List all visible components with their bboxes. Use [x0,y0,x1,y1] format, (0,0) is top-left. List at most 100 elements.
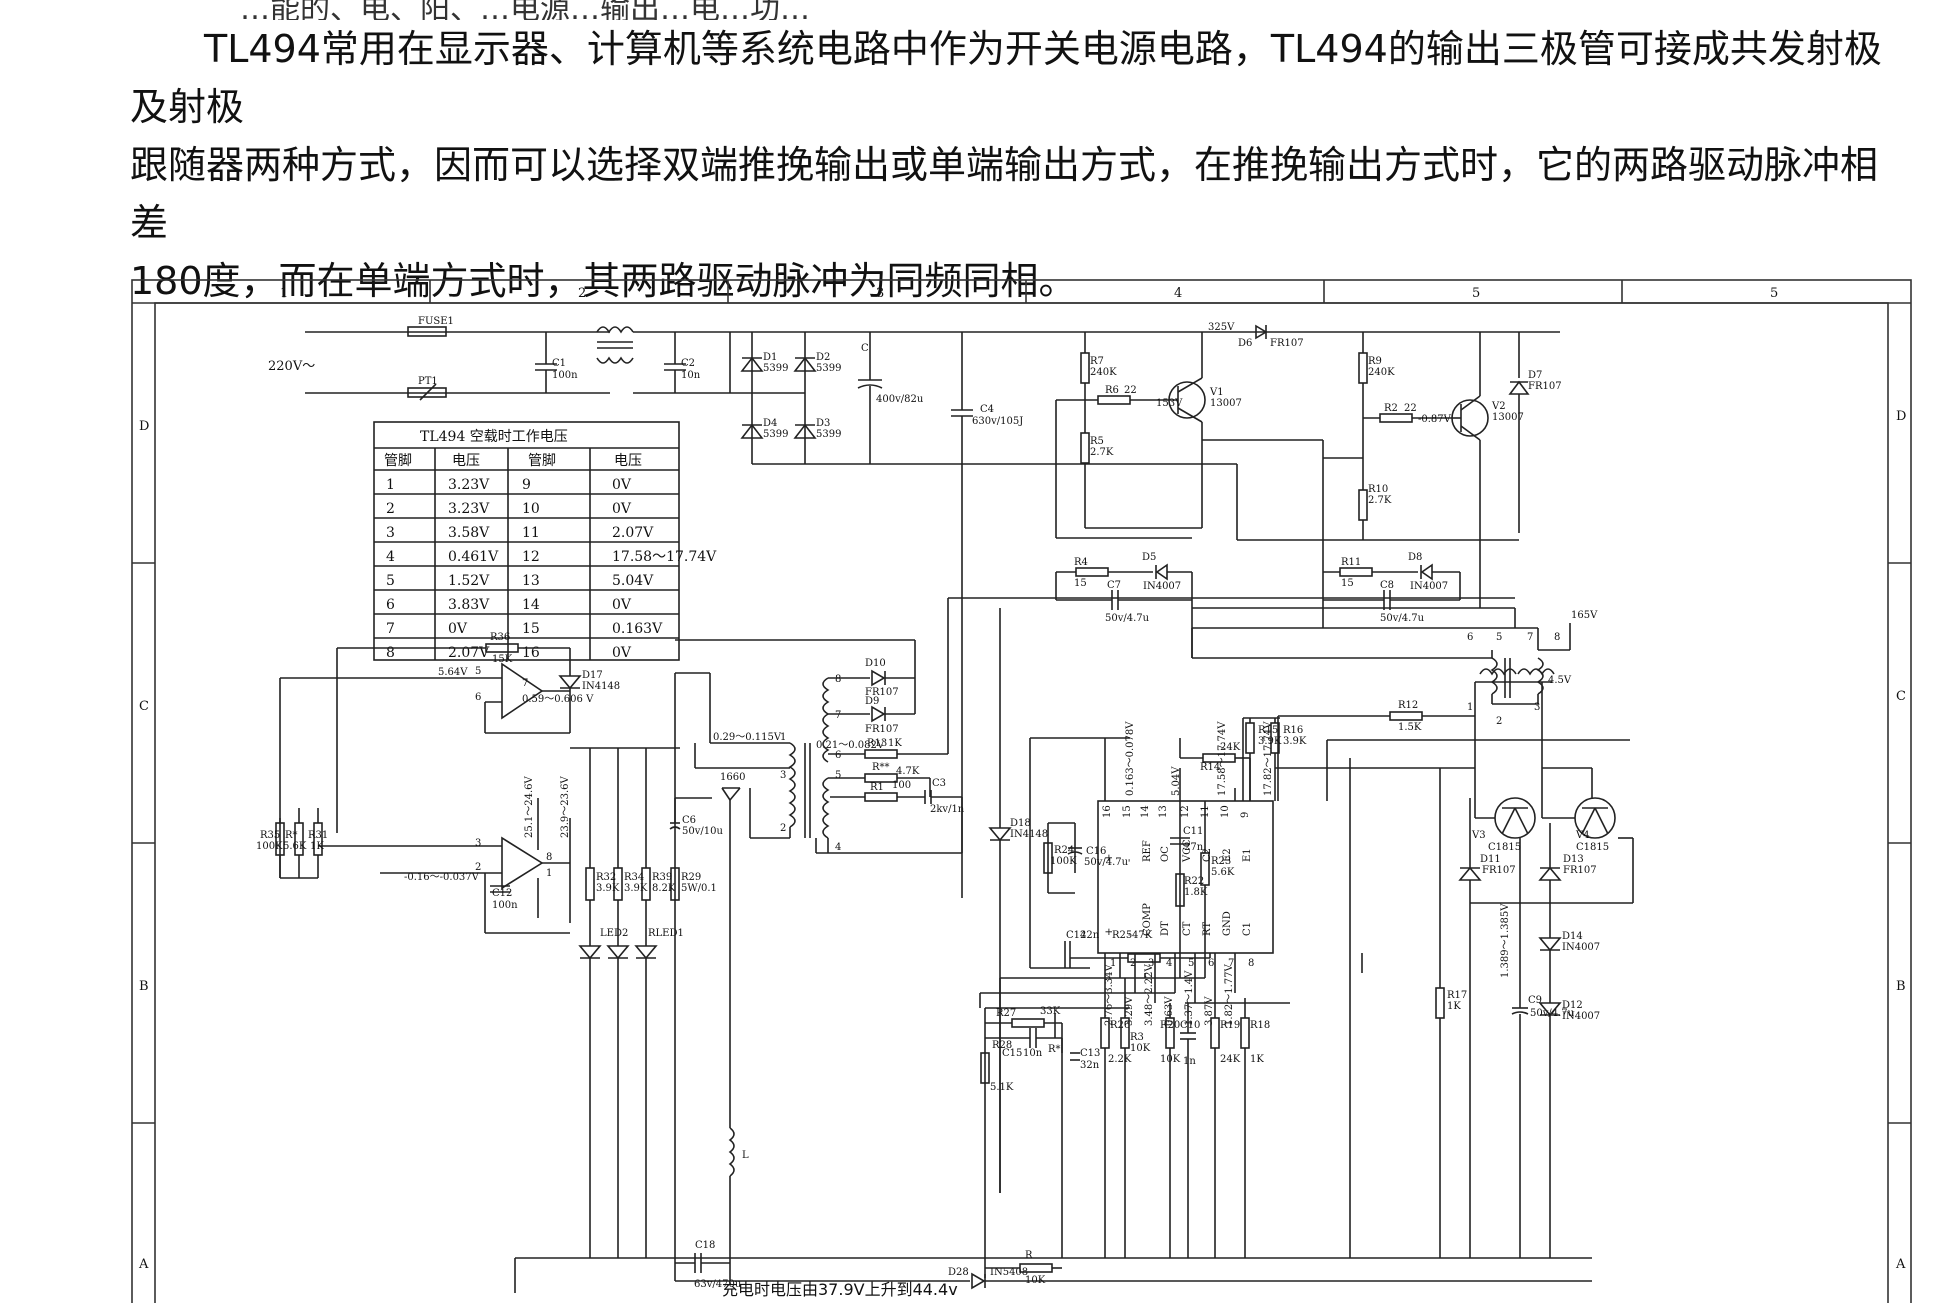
v3-value: C1815 [1488,842,1521,853]
d4-label: D4 [763,418,777,429]
row-d-right: D [1896,409,1906,424]
table-header: 电压 [614,453,642,469]
c1-label: C1 [552,358,566,369]
col-5: 5 [1472,286,1480,301]
table-header: 管脚 [528,453,556,469]
op-pin-8: 8 [546,852,552,863]
r23-label: R23 [1211,856,1231,867]
ic-pin-label: 7 [1228,958,1234,969]
pin-8: 8 [1554,632,1560,643]
inductor-label: L [742,1150,749,1161]
table-cell: 9 [522,477,531,493]
v1389-label: 1.389～1.385V [1500,903,1511,978]
r14-value: 24K [1220,742,1241,753]
q1660-label: 1660 [720,772,745,783]
table-cell: 2 [386,501,395,517]
c14-label: C14 [1066,930,1086,941]
ic-pin-label: 5 [1188,958,1194,969]
r14-label: R14 [1200,762,1220,773]
common-mode-choke [596,326,634,364]
led2-label: LED2 [600,928,628,939]
r19-label: R19 [1220,1020,1240,1031]
v165-label: 165V [1571,610,1598,621]
r4-value: 15 [1074,578,1087,589]
d18-label: D18 [1010,818,1031,829]
rled1-label: RLED1 [648,928,684,939]
t-pin-6: 6 [835,750,841,761]
ic-pin-label: RT [1202,922,1213,936]
ic-pin-label: 8 [1248,958,1254,969]
r23-value: 5.6K [1211,867,1235,878]
r5-label: R5 [1090,436,1104,447]
table-cell: 3 [386,525,395,541]
led-indicators: R32 3.9K R34 3.9K R39 8.2K R29 5W/0.1 LE… [570,747,717,1038]
d1-label: D1 [763,352,777,363]
r28-label: R28 [992,1040,1012,1051]
pt-symbol [407,387,447,398]
t-pin-1: 1 [780,732,786,743]
d10-label: D10 [865,658,886,669]
r36-label: R36 [490,632,510,643]
v1-label: V1 [1209,387,1224,398]
ic-pin-label: GND [1222,911,1233,936]
d6-label: D6 [1238,338,1252,349]
c14-value: 22n [1080,930,1100,941]
d12-value: IN4007 [1562,1011,1600,1022]
d17-value: IN4148 [582,681,620,692]
ic-pin-label: 0.163～0.078V [1125,721,1136,796]
r1-value: 100 [892,780,911,791]
ic-pin-label: 12 [1180,805,1191,818]
t-pin-5: 5 [835,770,841,781]
table-cell: 2.07V [448,645,490,661]
c10-value: 1n [1183,1056,1196,1067]
row-b-right: B [1896,979,1906,994]
table-cell: 0V [612,645,632,661]
circuit-schematic: 1 2 3 4 5 5 D C B A D C B A TL494 空载时工作电… [131,279,1912,1303]
d17-label: D17 [582,670,603,681]
opamp-bottom [501,836,544,890]
d5-label: D5 [1142,552,1156,563]
r22-value: 1.8K [1184,887,1208,898]
output-drivers: R15 3.9K R16 3.9K [1234,708,1634,1258]
d8-value: IN4007 [1410,581,1448,592]
r10-label: R10 [1368,484,1388,495]
col-2: 2 [578,286,586,301]
r10-value: 2.7K [1368,495,1392,506]
c7-label: C7 [1107,580,1121,591]
r-value: 10K [1025,1275,1046,1286]
r17-label: R17 [1447,990,1467,1001]
v45-label: 4.5V [1548,675,1572,686]
op-pin-1: 1 [546,868,552,879]
ic-pin-label: DT [1160,921,1171,936]
table-cell: 2.07V [612,525,654,541]
d1-value: 5399 [763,363,788,374]
table-cell: 0V [612,477,632,493]
drive-transformer: 165V 6 5 7 8 1 2 3 4.5V R12 1.5K [1191,607,1598,733]
v087-label: -0.87V [1418,414,1452,425]
c1-value: 100n [552,370,578,381]
v4-value: C1815 [1576,842,1609,853]
r9-value: 240K [1368,367,1395,378]
row-a-right: A [1895,1257,1906,1272]
intro-text: …能的、电、阳、…电源…输出…电…功… TL494常用在显示器、计算机等系统电路… [130,0,1910,310]
feedback-network: R27 33K R28 5.1K C15 10n R* C13 32n R26 … [979,978,1270,1286]
ic-pin-label: 5.04V [1171,766,1182,796]
v029-label: 0.29～0.115V [713,732,782,743]
table-cell: 0.163V [612,621,663,637]
op-pin-3: 3 [475,838,481,849]
c15-value: 10n [1023,1048,1043,1059]
ic-pin-label: 3.48～2.22V [1144,963,1155,1026]
col-3: 3 [876,286,884,301]
output-rails: D18 IN4148 C18 63v/470u D28 IN5408 [514,608,1592,1293]
table-header: 管脚 [384,453,412,469]
v1-value: 13007 [1210,398,1242,409]
ic-pin-label: + [1104,854,1115,862]
r24-value: 100K [1050,856,1077,867]
table-cell: 1.52V [448,573,490,589]
c2-value: 10n [681,370,701,381]
bridge-rectifier: D1 5399 D2 5399 D4 5399 D3 5399 C 400v/8… [729,331,1237,898]
r16-value: 3.9K [1283,736,1307,747]
ic-pin-label: CT [1182,921,1193,936]
ic-pin-label: 2 [1130,958,1136,969]
v3-label: V3 [1471,830,1486,841]
